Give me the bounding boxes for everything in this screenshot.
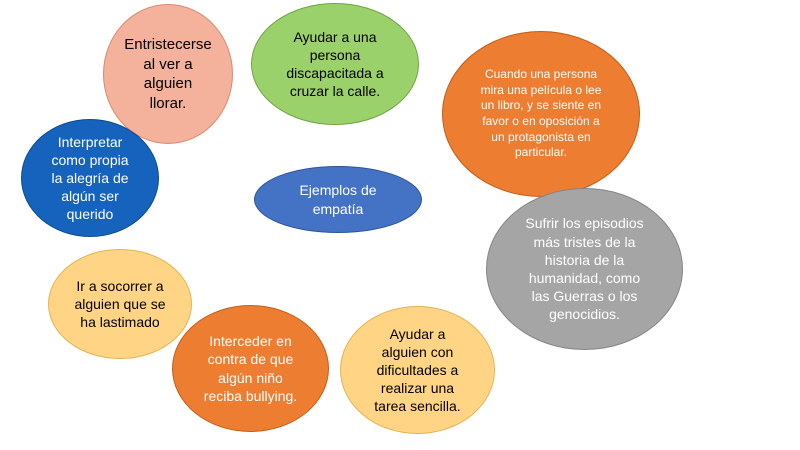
- bubble-tarea-text: Ayudar a alguien con dificultades a real…: [374, 325, 461, 415]
- bubble-socorrer: Ir a socorrer a alguien que se ha lastim…: [48, 249, 192, 359]
- bubble-entristecerse: Entristecerse al ver a alguien llorar.: [103, 4, 233, 144]
- bubble-pelicula-text: Cuando una persona mira una película o l…: [480, 67, 602, 160]
- bubble-interceder: Interceder en contra de que algún niño r…: [172, 305, 329, 432]
- bubble-tarea: Ayudar a alguien con dificultades a real…: [340, 306, 495, 434]
- bubble-interpretar-text: Interpretar como propia la alegría de al…: [51, 133, 129, 223]
- bubble-guerras: Sufrir los episodios más tristes de la h…: [486, 188, 683, 350]
- bubble-entristecerse-text: Entristecerse al ver a alguien llorar.: [124, 36, 212, 112]
- bubble-interpretar: Interpretar como propia la alegría de al…: [21, 119, 159, 237]
- bubble-ayudar-persona-text: Ayudar a una persona discapacitada a cru…: [286, 28, 384, 100]
- bubble-interceder-text: Interceder en contra de que algún niño r…: [203, 333, 298, 404]
- bubble-socorrer-text: Ir a socorrer a alguien que se ha lastim…: [74, 277, 166, 331]
- bubble-guerras-text: Sufrir los episodios más tristes de la h…: [525, 215, 644, 323]
- bubble-ayudar-persona: Ayudar a una persona discapacitada a cru…: [251, 3, 419, 125]
- center-bubble-text: Ejemplos de empatía: [299, 182, 377, 217]
- bubble-pelicula: Cuando una persona mira una película o l…: [442, 31, 640, 197]
- center-bubble: Ejemplos de empatía: [254, 166, 422, 233]
